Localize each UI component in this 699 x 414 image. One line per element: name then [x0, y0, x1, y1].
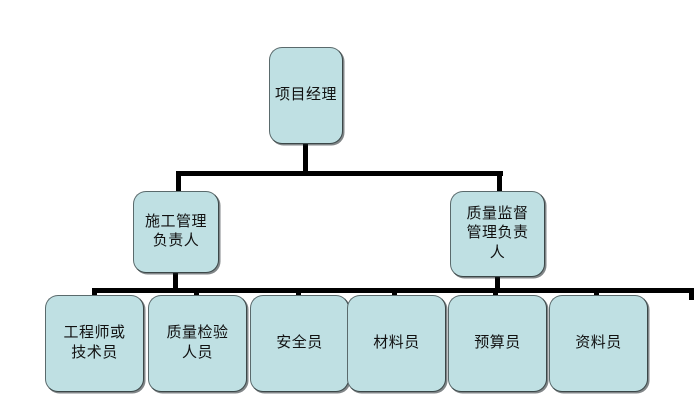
connector-drop-staff-1 [194, 288, 199, 300]
node-label: 质量监督 管理负责 人 [466, 206, 529, 261]
connector-quality-stem [495, 275, 500, 293]
node-quality-inspector[interactable]: 质量检验 人员 [148, 295, 247, 392]
node-budget-officer[interactable]: 预算员 [448, 295, 547, 392]
node-label: 材料员 [373, 334, 420, 351]
connector-root-stem [303, 143, 308, 175]
connector-drop-staff-5-end [689, 288, 694, 300]
connector-staff-bus-left [92, 288, 381, 293]
node-quality-manager[interactable]: 质量监督 管理负责 人 [450, 191, 545, 277]
node-label: 项目经理 [274, 86, 337, 103]
connector-drop-staff-2 [296, 288, 301, 300]
connector-drop-construction [176, 171, 181, 195]
node-label: 资料员 [575, 334, 622, 351]
connector-drop-staff-4 [493, 288, 498, 300]
node-documentation-officer[interactable]: 资料员 [549, 295, 648, 392]
node-construction-manager[interactable]: 施工管理 负责人 [133, 191, 219, 273]
node-label: 质量检验 人员 [166, 325, 229, 361]
connector-drop-quality [497, 171, 502, 195]
node-label: 工程师或 技术员 [63, 325, 126, 361]
node-label: 安全员 [276, 334, 323, 351]
connector-drop-staff-0 [92, 288, 97, 300]
connector-staff-bus-right [381, 288, 694, 293]
node-engineer-technician[interactable]: 工程师或 技术员 [45, 295, 144, 392]
connector-drop-staff-3 [392, 288, 397, 300]
node-project-manager[interactable]: 项目经理 [269, 47, 343, 144]
node-label: 预算员 [474, 334, 521, 351]
connector-level1-bus [178, 171, 503, 176]
connector-construction-stem [173, 271, 178, 293]
connector-drop-staff-5 [594, 288, 599, 300]
node-safety-officer[interactable]: 安全员 [250, 295, 349, 392]
node-label: 施工管理 负责人 [144, 213, 207, 249]
node-materials-officer[interactable]: 材料员 [347, 295, 446, 392]
